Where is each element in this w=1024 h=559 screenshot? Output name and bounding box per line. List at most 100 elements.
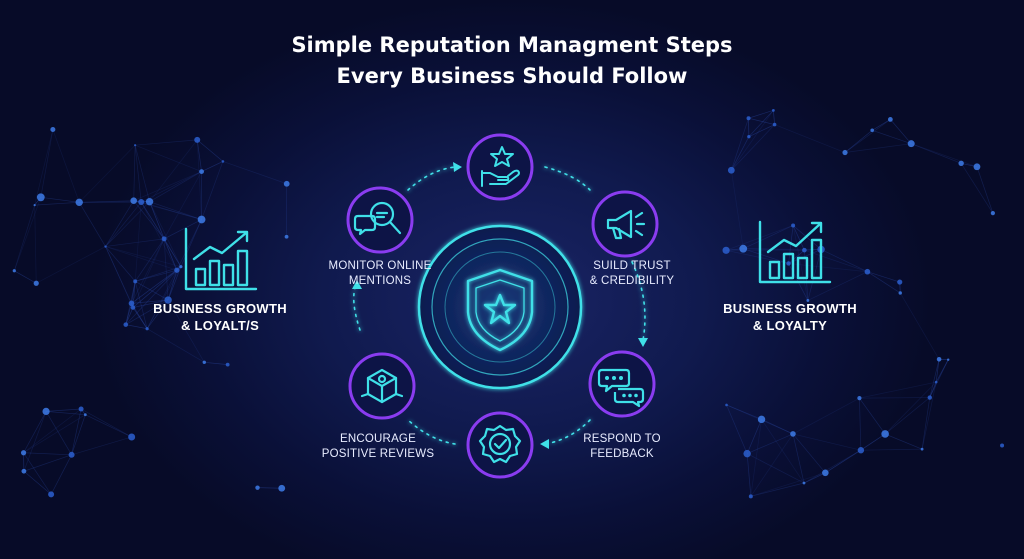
network-line (14, 270, 37, 284)
network-node (33, 204, 36, 207)
network-line (743, 248, 789, 264)
network-line (803, 472, 826, 484)
growth-chart-icon (184, 227, 258, 291)
network-node (123, 322, 129, 327)
step-label-trust-line1: SUILD TRUST (593, 260, 671, 272)
step-label-trust-line2: & CREDIBILITY (589, 275, 675, 287)
left-panel-line1: BUSINESS GROWTH (153, 301, 287, 316)
network-line (34, 205, 37, 284)
network-line (36, 246, 106, 284)
shield-star-icon (466, 268, 534, 352)
network-node (197, 215, 206, 224)
network-line (45, 411, 72, 455)
network-node (284, 234, 289, 239)
network-line (825, 449, 862, 474)
network-line (132, 299, 169, 308)
network-node (130, 197, 137, 205)
network-node (48, 491, 55, 498)
network-line (134, 238, 165, 282)
left-panel-label: BUSINESS GROWTH & LOYALT/S (130, 300, 310, 334)
network-node (725, 403, 728, 407)
network-node (130, 305, 136, 310)
network-line (134, 202, 142, 282)
network-line (34, 129, 54, 206)
network-line (730, 118, 749, 171)
network-line (859, 398, 862, 451)
network-line (929, 359, 940, 398)
network-line (163, 238, 182, 267)
network-node (138, 199, 145, 206)
network-node (947, 358, 950, 361)
network-line (149, 201, 165, 239)
step-node-approval (466, 411, 534, 479)
network-line (180, 219, 202, 267)
network-line (140, 201, 182, 267)
network-node (990, 211, 995, 216)
network-line (133, 200, 202, 220)
network-line (750, 482, 805, 497)
network-line (13, 205, 35, 271)
page-title: Simple Reputation Managment Steps Every … (0, 30, 1024, 92)
network-node (747, 134, 751, 139)
network-line (125, 299, 169, 325)
network-node (870, 128, 875, 133)
network-line (792, 225, 805, 251)
step-label-monitor: MONITOR ONLINE MENTIONS (300, 259, 460, 289)
network-line (79, 200, 134, 203)
network-line (730, 170, 744, 249)
network-node (36, 193, 45, 202)
network-line (731, 124, 775, 171)
title-line-1: Simple Reputation Managment Steps (291, 33, 733, 57)
network-line (85, 414, 132, 438)
network-line (40, 129, 54, 198)
network-line (146, 270, 178, 329)
network-line (34, 201, 80, 206)
network-line (746, 453, 752, 497)
network-line (131, 266, 182, 304)
network-node (927, 395, 932, 400)
network-line (135, 266, 181, 282)
network-line (201, 161, 224, 172)
network-line (78, 202, 106, 247)
network-line (163, 171, 202, 240)
network-line (743, 248, 805, 251)
network-node (145, 327, 149, 331)
network-line (872, 129, 912, 145)
network-line (844, 119, 891, 153)
step-node-respond (588, 350, 656, 418)
network-line (105, 238, 165, 247)
network-line (146, 266, 182, 329)
network-node (772, 122, 777, 127)
network-line (748, 117, 775, 125)
network-line (105, 246, 181, 268)
network-line (731, 110, 774, 171)
network-line (921, 382, 937, 450)
network-line (890, 119, 912, 144)
network-line (149, 171, 202, 202)
network-line (132, 269, 178, 308)
network-line (125, 266, 182, 325)
network-node (897, 279, 903, 285)
network-node (194, 136, 201, 143)
network-line (105, 246, 177, 271)
network-line (149, 201, 202, 220)
network-line (860, 448, 923, 451)
network-node (898, 291, 902, 295)
right-panel-line1: BUSINESS GROWTH (723, 301, 857, 316)
network-node (722, 246, 730, 254)
network-line (141, 201, 202, 220)
network-line (105, 200, 134, 247)
network-line (750, 419, 762, 497)
network-line (149, 201, 178, 271)
network-node (21, 468, 27, 474)
network-node (128, 433, 136, 441)
network-line (105, 246, 136, 282)
network-node (857, 396, 862, 401)
network-line (149, 139, 198, 202)
network-line (23, 454, 72, 472)
network-node (225, 362, 230, 367)
network-line (884, 397, 930, 435)
network-node (255, 485, 260, 490)
network-node (802, 247, 807, 253)
network-node (202, 360, 206, 364)
